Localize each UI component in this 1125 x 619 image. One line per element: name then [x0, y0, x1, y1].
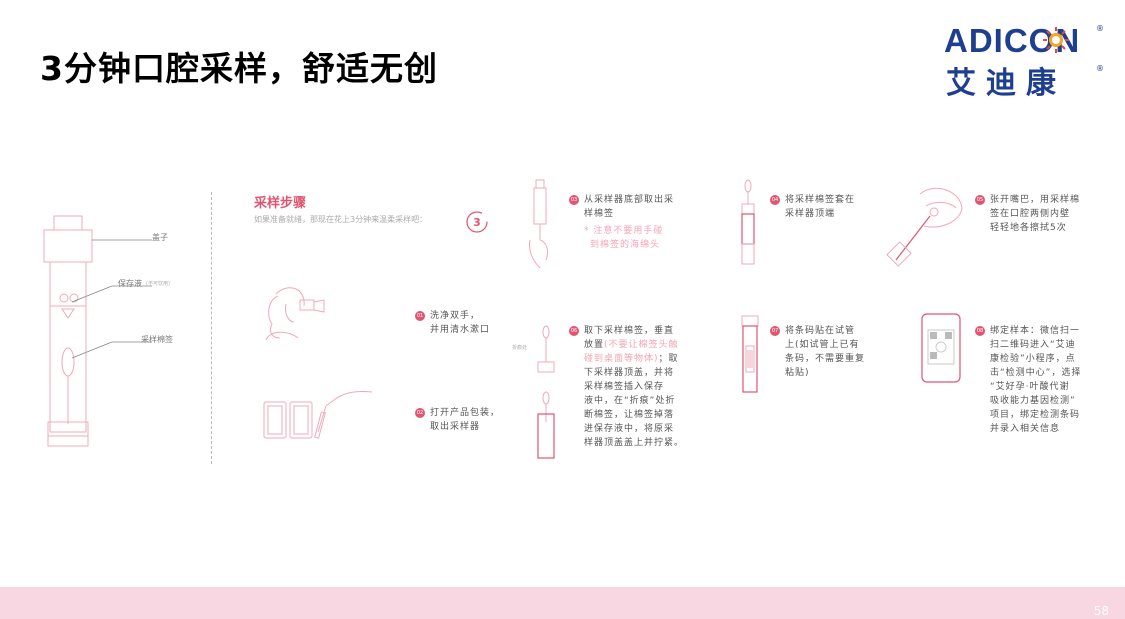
step-03-note: * 注意不要用手碰 [584, 226, 664, 236]
step-03-line: 样棉签 [584, 209, 615, 219]
step-06-line: 液中，在“折痕”处折 [584, 396, 676, 406]
timer-icon: 3 [466, 211, 488, 233]
step-07-line: 将条码贴在试管 [785, 326, 856, 336]
sun-logo-icon [1043, 27, 1069, 53]
step-08-line: 击“检测中心”，选择 [990, 368, 1082, 378]
footer-bar [0, 587, 1125, 619]
step-01-line: 并用清水漱口 [430, 325, 491, 335]
step-06-line: 进保存液中，将原采 [584, 424, 675, 434]
swab-mouth-icon [886, 187, 963, 267]
logo-reg-mark: ® [1096, 24, 1104, 33]
break-swab-icon [537, 325, 555, 459]
step-02-line: 取出采样器 [430, 422, 481, 432]
step-06-note: 碰到桌面等物体) [584, 354, 659, 364]
label-swab: 采样棉签 [141, 335, 173, 344]
step-06-line: 断棉签，让棉签掉落 [584, 410, 675, 420]
break-label: 折痕处 [512, 345, 528, 351]
step-05-line: 轻轻地各擦拭5次 [990, 223, 1067, 233]
steps-heading: 采样步骤 [254, 196, 307, 211]
step-07-line: 粘贴) [785, 368, 810, 378]
sampler-diagram-icon [43, 215, 93, 447]
step-08-line: 扫二维码进入“艾迪 [990, 340, 1076, 350]
steps-subheading: 如果准备就绪，那现在花上3分钟来温柔采样吧： [254, 215, 428, 224]
step-number: 04 [770, 195, 780, 205]
label-liquid-note: (不可饮用) [146, 281, 170, 287]
step-08-line: “艾好孕·叶酸代谢 [990, 382, 1070, 392]
step-number: 02 [415, 408, 425, 418]
step-01-line: 洗净双手， [430, 311, 481, 321]
step-06-text: ；取 [658, 354, 679, 364]
page-title: 3分钟口腔采样，舒适无创 [40, 49, 438, 88]
attach-swab-icon [741, 179, 755, 265]
step-08-line: 项目，绑定检测条码 [990, 410, 1081, 420]
step-02-line: 打开产品包装， [430, 408, 501, 418]
step-number: 06 [569, 326, 579, 336]
step-05-line: 张开嘴巴，用采样棉 [990, 195, 1081, 205]
open-package-icon [263, 391, 373, 439]
step-06-line: 取下采样棉签，垂直 [584, 326, 675, 336]
step-number: 01 [415, 311, 425, 321]
step-04-line: 采样器顶端 [785, 209, 836, 219]
step-08-line: 康检验”小程序，点 [990, 354, 1076, 364]
step-05-line: 签在口腔两侧内壁 [990, 209, 1071, 219]
page-number: 58 [1093, 604, 1109, 618]
step-07-line: 上(如试管上已有 [785, 340, 860, 350]
logo-text-cn: 艾迪康 [946, 66, 1066, 101]
diagram-leader-lines [71, 239, 152, 359]
step-number: 03 [569, 195, 579, 205]
step-03-line: 从采样器底部取出采 [584, 195, 675, 205]
step-06-line: 下采样器顶盖，并将 [584, 368, 675, 378]
label-cap: 盖子 [152, 233, 168, 242]
step-03-note: 到棉签的海绵头 [590, 240, 661, 250]
step-08-line: 吸收能力基因检测” [990, 396, 1076, 406]
step-07-line: 条码，不需要重复 [785, 354, 866, 364]
rinse-mouth-icon [265, 287, 325, 341]
step-06-line: 样器顶盖盖上并拧紧。 [584, 438, 685, 448]
barcode-tube-icon [741, 315, 759, 393]
logo-reg-mark-cn: ® [1096, 64, 1104, 73]
step-04-line: 将采样棉签套在 [785, 195, 856, 205]
timer-number: 3 [473, 216, 481, 229]
step-number: 07 [770, 326, 780, 336]
adicon-logo: ADICON 艾迪康 ® ® [944, 22, 1104, 101]
step-06-note: (不要让棉签头触 [604, 340, 679, 350]
step-06-text: 放置 [584, 340, 605, 350]
step-08-line: 并录入相关信息 [990, 424, 1061, 434]
step-number: 08 [975, 326, 985, 336]
step-number: 05 [975, 195, 985, 205]
section-divider [211, 192, 212, 464]
phone-qr-icon [921, 313, 961, 383]
step-06-line: 采样棉签插入保存 [584, 382, 665, 392]
label-liquid: 保存液 [118, 279, 142, 288]
extract-swab-icon [529, 179, 549, 269]
step-08-line: 绑定样本：微信扫一 [990, 326, 1081, 336]
